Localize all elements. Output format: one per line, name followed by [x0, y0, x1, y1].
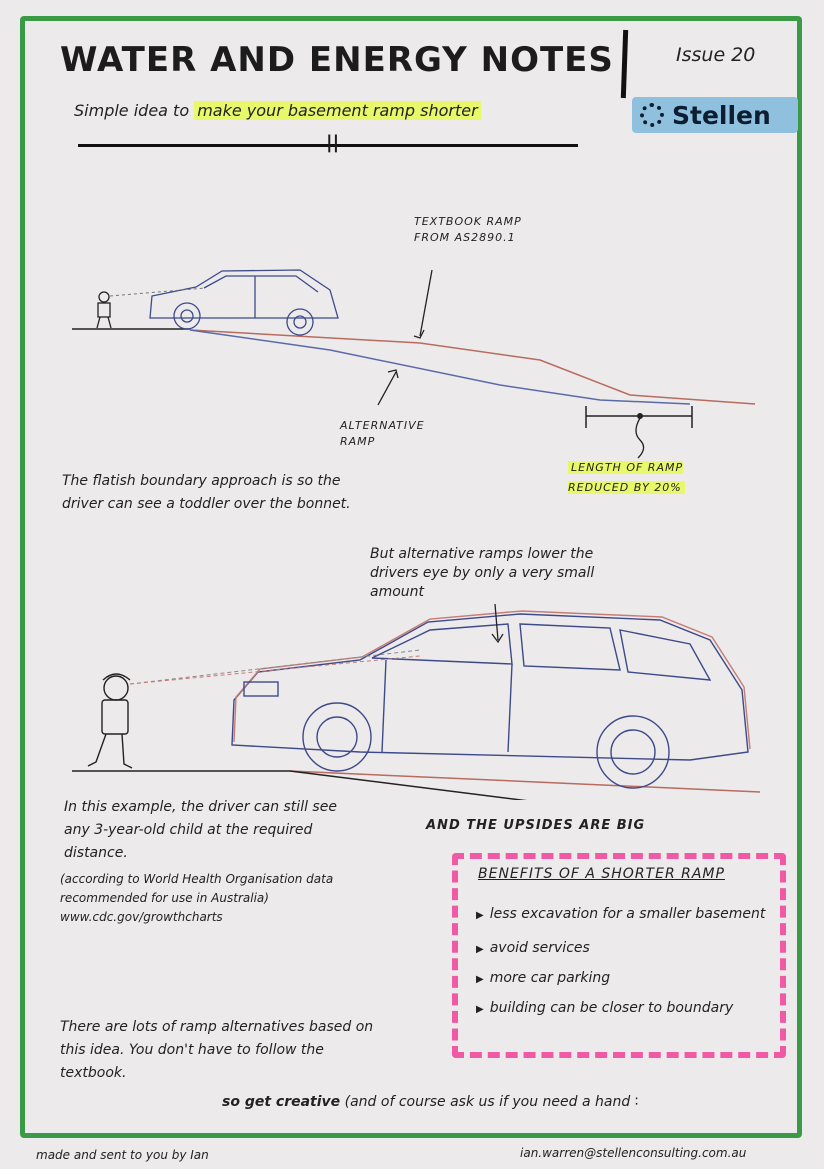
benefits-box — [452, 853, 786, 1058]
note-eye: But alternative ramps lower the drivers … — [370, 546, 595, 600]
ramp-diagram — [72, 269, 761, 800]
note-boundary: The flatish boundary approach is so the … — [62, 473, 351, 512]
stellen-logo-icon — [640, 103, 664, 127]
bullet-icon: ▶ — [476, 910, 484, 921]
large-toddler-sketch — [87, 673, 133, 769]
subtitle: Simple idea to make your basement ramp s… — [74, 101, 481, 120]
label-textbook-ramp: TEXTBOOK RAMP FROM AS2890.1 — [414, 215, 522, 244]
creative-bold: so get creative — [222, 1094, 341, 1110]
page-title: WATER AND ENERGY NOTES — [60, 40, 614, 80]
small-toddler-sketch — [96, 291, 112, 329]
note-alternatives: There are lots of ramp alternatives base… — [60, 1019, 374, 1081]
textbook-arrow — [419, 269, 433, 337]
footer-email[interactable]: ian.warren@stellenconsulting.com.au — [520, 1146, 747, 1160]
small-sightline — [109, 287, 206, 297]
footer-credit: made and sent to you by Ian — [36, 1148, 209, 1162]
green-frame — [20, 16, 802, 1138]
note-source: (according to World Health Organisation … — [60, 872, 334, 924]
rule-mark: || — [326, 132, 340, 153]
subtitle-rule — [78, 144, 578, 147]
creative-rest: (and of course ask us if you need a hand — [340, 1094, 631, 1110]
alternative-ramp-line — [189, 329, 691, 405]
smile-icon: ∶ — [634, 1094, 639, 1110]
benefits-title: BENEFITS OF A SHORTER RAMP — [478, 866, 725, 882]
label-ramp-length: LENGTH OF RAMP REDUCED BY 20% — [568, 458, 718, 498]
label-ramp-length-text: LENGTH OF RAMP REDUCED BY 20% — [568, 461, 685, 494]
textbook-ramp-line — [189, 329, 756, 405]
alternative-arrow — [377, 371, 397, 406]
benefit-item: ▶more car parking — [476, 970, 611, 986]
benefit-item: ▶building can be closer to boundary — [476, 1000, 734, 1016]
stellen-logo-text: Stellen — [672, 100, 771, 130]
bullet-icon: ▶ — [476, 974, 484, 985]
note-upsides: AND THE UPSIDES ARE BIG — [426, 818, 646, 833]
bullet-icon: ▶ — [476, 944, 484, 955]
benefits-list: ▶less excavation for a smaller basement … — [476, 904, 776, 1020]
bullet-icon: ▶ — [476, 1004, 484, 1015]
alternative-ramp-line-large — [289, 770, 528, 800]
large-car-sketch — [231, 610, 751, 789]
issue-number: Issue 20 — [676, 44, 756, 66]
small-car-sketch — [149, 269, 339, 336]
subtitle-highlight: make your basement ramp shorter — [194, 101, 481, 120]
stellen-logo: Stellen — [632, 97, 798, 133]
eye-arrow — [494, 603, 499, 641]
textbook-ramp-line-large — [289, 770, 761, 793]
subtitle-prefix: Simple idea to — [74, 101, 195, 120]
note-creative: so get creative (and of course ask us if… — [222, 1094, 638, 1110]
note-example: In this example, the driver can still se… — [64, 799, 337, 861]
benefit-item: ▶avoid services — [476, 940, 590, 956]
benefit-item: ▶less excavation for a smaller basement — [476, 906, 766, 922]
label-alternative-ramp: ALTERNATIVE RAMP — [340, 419, 425, 448]
